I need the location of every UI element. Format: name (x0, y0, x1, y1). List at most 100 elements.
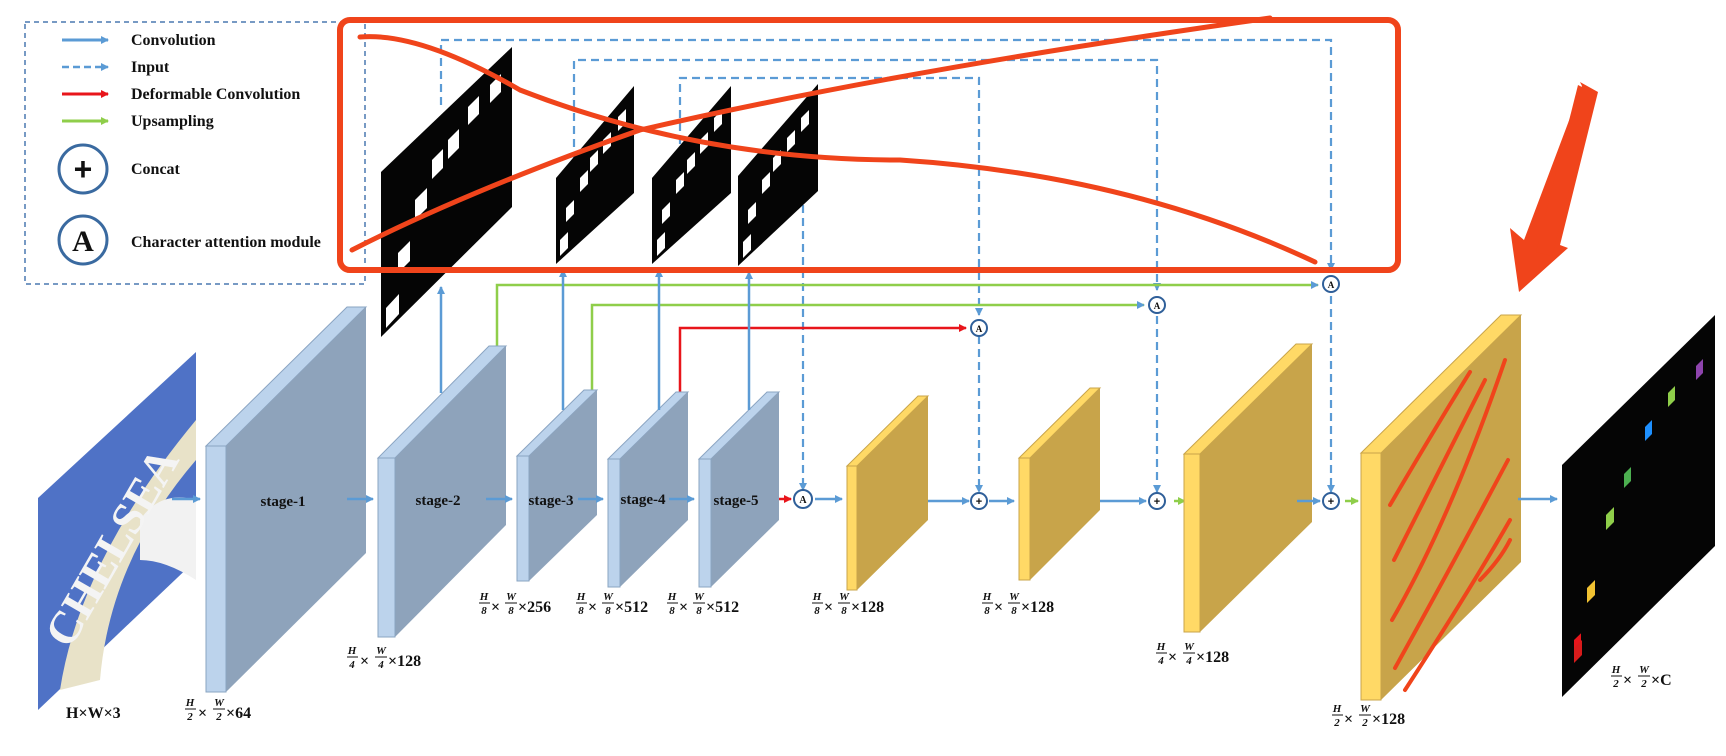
concat-node-2-symbol: + (1154, 496, 1160, 508)
svg-text:×: × (360, 653, 369, 670)
concat-node-1-symbol: + (976, 496, 982, 508)
input-dashed-lines (439, 38, 1335, 493)
legend-convolution-label: Convolution (131, 32, 216, 49)
dim-decoder-4: H 2 × W 2 ×128 (1332, 703, 1405, 729)
dimension-labels: H×W×3 H 2 × W 2 ×64 H 4 × W 4 ×128 H 8 (66, 591, 1672, 729)
svg-text:8: 8 (669, 605, 675, 617)
legend-box (24, 21, 366, 285)
svg-text:8: 8 (481, 605, 487, 617)
decoder-block-3 (1200, 344, 1312, 632)
stage-4-block (620, 392, 688, 587)
svg-text:×: × (1623, 672, 1632, 689)
svg-text:2: 2 (1333, 717, 1340, 729)
annotation-arrow-shaft (1536, 85, 1594, 256)
svg-text:H: H (982, 591, 992, 603)
attention-node-2-symbol: A (976, 324, 983, 334)
attention-node-4-symbol: A (1328, 280, 1335, 290)
svg-text:×64: ×64 (226, 705, 251, 722)
output-cell-2 (1587, 580, 1595, 603)
stage-1-label: stage-1 (261, 494, 306, 510)
upsample-line-2 (590, 301, 1145, 390)
svg-text:H: H (479, 591, 489, 603)
attention-node-2 (970, 319, 988, 337)
annotation-highlight-box (337, 17, 1401, 273)
svg-text:8: 8 (814, 605, 820, 617)
annotation-cross-line-1 (357, 34, 1318, 265)
stage-5-label: stage-5 (714, 493, 759, 509)
svg-text:×: × (1168, 649, 1177, 666)
upsample-line-1 (495, 281, 1319, 346)
svg-text:W: W (376, 645, 387, 657)
svg-text:W: W (214, 697, 225, 709)
stage-1-block (226, 307, 366, 692)
dim-decoder-1: H 8 × W 8 ×128 (812, 591, 884, 617)
legend-concat-symbol: + (74, 151, 93, 187)
svg-text:W: W (1639, 664, 1650, 676)
svg-text:W: W (1009, 591, 1020, 603)
legend-concat-icon (57, 143, 109, 195)
stage-4-label: stage-4 (621, 492, 666, 508)
output-cell-1 (1574, 640, 1582, 663)
svg-text:×128: ×128 (851, 599, 884, 616)
svg-text:2: 2 (1640, 678, 1647, 690)
svg-text:2: 2 (1361, 717, 1368, 729)
legend-attention-symbol: A (72, 225, 94, 258)
svg-text:×128: ×128 (1021, 599, 1054, 616)
dim-stage-2: H 4 × W 4 ×128 (347, 645, 421, 671)
convolution-lines (172, 269, 1558, 505)
attention-map-1-cells (386, 74, 501, 328)
attention-map-3 (652, 86, 731, 264)
svg-text:W: W (839, 591, 850, 603)
svg-text:×512: ×512 (615, 599, 648, 616)
svg-text:H: H (1611, 664, 1621, 676)
svg-text:8: 8 (984, 605, 990, 617)
dim-output: H 2 × W 2 ×C (1611, 664, 1672, 690)
svg-text:H: H (1332, 703, 1342, 715)
svg-text:×: × (198, 705, 207, 722)
svg-text:W: W (603, 591, 614, 603)
encoder-blocks: stage-1 stage-2 stage-3 stage-4 stage-5 (204, 306, 781, 693)
attention-map-1 (381, 47, 512, 337)
svg-text:×128: ×128 (388, 653, 421, 670)
dashed-input-line-1 (439, 38, 1335, 271)
annotation-cross-line-2 (349, 15, 1273, 253)
svg-text:H: H (1156, 641, 1166, 653)
attention-node-1 (793, 489, 813, 509)
stage-2-label: stage-2 (416, 493, 461, 509)
output-cell-3 (1606, 507, 1614, 530)
concat-node-3 (1322, 492, 1340, 510)
svg-text:×: × (824, 599, 833, 616)
svg-text:8: 8 (1011, 605, 1017, 617)
output-cell-7 (1696, 359, 1703, 380)
svg-text:8: 8 (508, 605, 514, 617)
svg-text:×128: ×128 (1372, 711, 1405, 728)
concat-node-3-symbol: + (1328, 496, 1334, 508)
concat-node-2 (1148, 492, 1166, 510)
concat-node-1 (970, 492, 988, 510)
dim-decoder-3: H 4 × W 4 ×128 (1156, 641, 1229, 667)
svg-text:2: 2 (186, 711, 193, 723)
dim-stage-3: H 8 × W 8 ×256 (479, 591, 551, 617)
dim-input: H×W×3 (66, 705, 121, 722)
svg-text:×: × (588, 599, 597, 616)
svg-text:×128: ×128 (1196, 649, 1229, 666)
svg-text:H: H (812, 591, 822, 603)
attention-map-4 (738, 84, 818, 266)
deformable-line-1 (678, 324, 967, 392)
attention-node-3-symbol: A (1154, 301, 1161, 311)
svg-text:W: W (1184, 641, 1195, 653)
svg-text:H: H (347, 645, 357, 657)
legend-attention-icon (57, 214, 109, 266)
attention-node-4 (1322, 275, 1340, 293)
decoder-block-4-scribbles (1388, 358, 1512, 692)
attention-node-1-symbol: A (799, 495, 807, 506)
input-image-crest (60, 420, 196, 690)
legend-input-label: Input (131, 59, 170, 76)
svg-text:×: × (1344, 711, 1353, 728)
svg-text:W: W (1360, 703, 1371, 715)
svg-text:×512: ×512 (706, 599, 739, 616)
svg-text:2: 2 (1612, 678, 1619, 690)
input-image: CHELSEA (34, 352, 196, 710)
svg-text:8: 8 (578, 605, 584, 617)
